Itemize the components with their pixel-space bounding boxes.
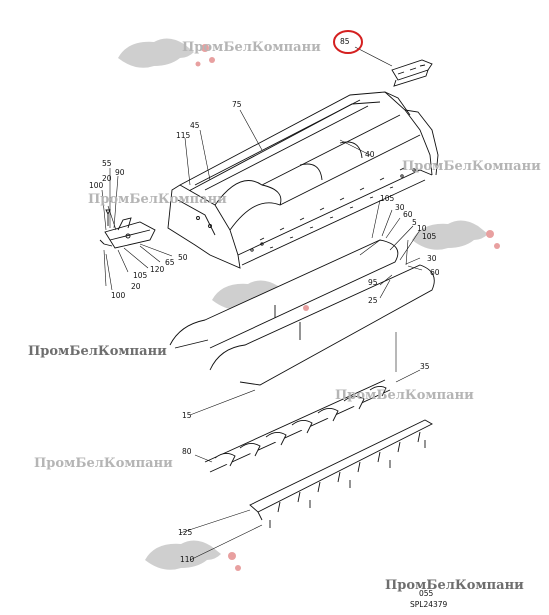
label-100-bottom: 100 — [111, 291, 126, 300]
label-110: 110 — [180, 555, 195, 564]
label-65: 65 — [165, 258, 175, 267]
watermark-text-1: ПромБелКомпани — [182, 40, 321, 55]
label-35: 35 — [420, 362, 430, 371]
label-40: 40 — [365, 150, 375, 159]
label-95: 95 — [368, 278, 378, 287]
label-15: 15 — [182, 411, 192, 420]
label-60-top-right: 60 — [403, 210, 413, 219]
label-50: 50 — [178, 253, 188, 262]
label-90: 90 — [115, 168, 125, 177]
watermark-text-6: ПромБелКомпани — [34, 456, 173, 471]
watermark-logo-1 — [118, 38, 215, 68]
label-20-top: 20 — [102, 174, 112, 183]
cover-panel-lower — [209, 264, 435, 386]
main-frame-housing — [167, 91, 439, 269]
highlight-circle — [333, 30, 363, 54]
hinge-assembly-left — [99, 209, 156, 249]
part-labels: 85 75 45 115 40 55 90 20 100 50 65 120 1… — [89, 37, 440, 564]
label-30-top-right: 30 — [395, 203, 405, 212]
label-10: 10 — [417, 224, 427, 233]
label-125: 125 — [178, 528, 193, 537]
watermark-logo-2 — [412, 220, 500, 250]
label-115: 115 — [176, 131, 191, 140]
label-60-right: 60 — [430, 268, 440, 277]
label-100-top: 100 — [89, 181, 104, 190]
label-85: 85 — [340, 37, 350, 46]
leader-lines — [101, 46, 423, 561]
label-75: 75 — [232, 100, 242, 109]
label-25: 25 — [368, 296, 378, 305]
label-105-left: 105 — [133, 271, 148, 280]
label-105-right: 105 — [422, 232, 437, 241]
label-45: 45 — [190, 121, 200, 130]
watermark-text-5: ПромБелКомпани — [335, 388, 474, 403]
label-20-bottom: 20 — [131, 282, 141, 291]
label-55: 55 — [102, 159, 112, 168]
label-105-top-right: 105 — [380, 194, 395, 203]
watermark-text-4: ПромБелКомпани — [28, 344, 167, 359]
part-85-bracket — [391, 59, 433, 87]
watermark-text-7: ПромБелКомпани — [385, 578, 524, 593]
watermark-text-3: ПромБелКомпани — [88, 192, 227, 207]
watermark-text-2: ПромБелКомпани — [402, 159, 541, 174]
label-30-right: 30 — [427, 254, 437, 263]
label-80: 80 — [182, 447, 192, 456]
drawing-code-055: 055 — [419, 589, 434, 598]
watermark-logo-4 — [145, 540, 241, 571]
label-5: 5 — [412, 218, 417, 227]
auger-flights — [204, 379, 391, 473]
bottom-mounting-bar — [249, 419, 433, 528]
drawing-code-spl: SPL24379 — [410, 600, 448, 609]
label-120: 120 — [150, 265, 165, 274]
